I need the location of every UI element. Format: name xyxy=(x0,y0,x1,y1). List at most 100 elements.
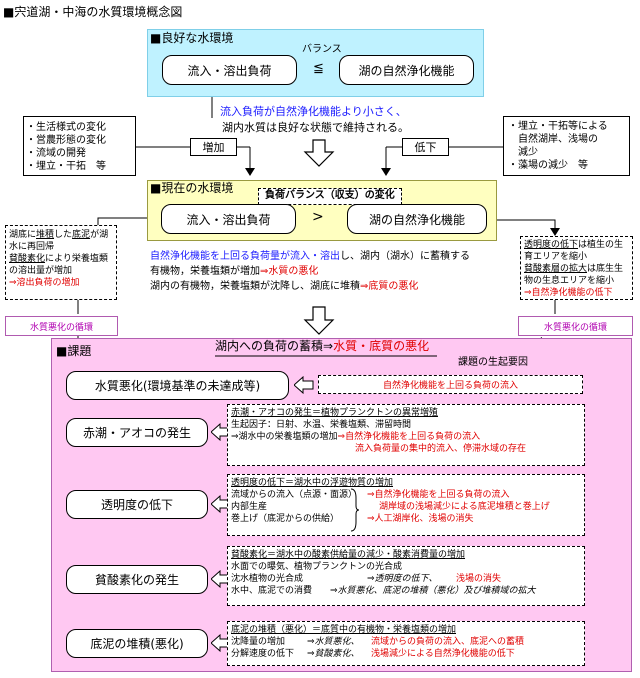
issue4-line3: 水中、底泥での消費 ⇒水質悪化、底泥の堆積（悪化）及び堆積域の拡大 xyxy=(231,585,584,597)
right-cycle-line2: 育エリアを縮小 xyxy=(524,252,588,262)
issue3-brace xyxy=(350,488,360,532)
good-operator: ≦ xyxy=(313,61,324,76)
left-cycle-line3: 貧酸素化により栄養塩類 xyxy=(9,253,116,265)
issue3-line2: 内部生産 湖岸域の浅場減少による底泥堆積と巻上げ xyxy=(231,501,584,513)
current-inflow-label: 流入・溶出負荷 xyxy=(186,212,271,227)
issue3-line3: 巻上げ（底泥からの供給） ⇒人工湖岸化、浅場の消失 xyxy=(231,513,584,525)
page-title: ■宍道湖・中海の水質環境概念図 xyxy=(3,5,183,19)
right-cycle-line1: 透明度の低下は植生の生 xyxy=(524,239,632,251)
issue5-line1: 沈降量の増加⇒水質悪化、流域からの負荷の流入、底泥への蓄積 xyxy=(231,636,584,648)
issue5-line2b: ⇒貧酸素化、 xyxy=(307,649,360,659)
current-header: ■現在の水環境 xyxy=(150,181,234,195)
cause-header: 課題の生起要因 xyxy=(458,357,528,368)
good-inflow-box: 流入・溶出負荷 xyxy=(162,55,297,85)
issue5-line2c: 浅場減少による自然浄化機能の低下 xyxy=(371,649,515,659)
issues-title-black: 湖内への負荷の蓄積⇒ xyxy=(215,339,334,353)
issue2-line3: 流入負荷量の集中的流入、停滞水域の存在 xyxy=(355,444,527,454)
lc-1e: が湖 xyxy=(90,230,109,240)
issue3-line3a: 巻上げ（底泥からの供給） xyxy=(231,514,340,524)
right-cycle-box: 透明度の低下は植生の生 育エリアを縮小 貧酸素層の拡大は底生生 物の生息エリアを… xyxy=(520,236,633,300)
issues-title: 湖内への負荷の蓄積⇒水質・底質の悪化 xyxy=(215,339,429,354)
right-cycle-red: ⇒自然浄化機能の低下 xyxy=(524,288,613,298)
right-factor-4: ・藻場の減少 等 xyxy=(508,160,588,171)
lc-1a: 湖底に xyxy=(9,230,37,240)
good-purification-label: 湖の自然浄化機能 xyxy=(358,63,455,78)
issue4-line2c: 浅場の消失 xyxy=(456,574,502,584)
issue1-cause: 自然浄化機能を上回る負荷の流入 xyxy=(382,381,518,391)
left-factor-2: ・営農形態の変化 xyxy=(26,135,106,146)
lc-1b: 堆積 xyxy=(36,230,55,240)
lc-3b: により栄養塩類 xyxy=(45,254,108,264)
issue3-heading: 透明度の低下＝湖水中の浮遊物質の増加 xyxy=(231,478,394,488)
issue5-line1c: 流域からの負荷の流入、底泥への蓄積 xyxy=(371,637,525,647)
issue2-detail-box: 赤潮・アオコの発生＝植物プランクトンの異常増殖 生起因子：日射、水温、栄養塩類、… xyxy=(227,404,585,466)
issue-sediment-box: 底泥の堆積(悪化) xyxy=(66,629,208,658)
good-purification-box: 湖の自然浄化機能 xyxy=(339,55,474,85)
right-factor-1: ・埋立・干拓等による xyxy=(508,121,608,132)
issue5-heading: 底泥の堆積（悪化）＝底質中の有機物・栄養塩類の増加 xyxy=(231,625,457,635)
increase-label: 増加 xyxy=(202,141,225,154)
issue4-heading: 貧酸素化＝湖水中の酸素供給量の減少・酸素消費量の増加 xyxy=(231,550,466,560)
issue5-line1b: ⇒水質悪化、 xyxy=(307,637,360,647)
current-line3-red: ⇒底質の悪化 xyxy=(360,281,419,292)
transition-line2: 湖内水質は良好な状態で維持される。 xyxy=(222,121,409,134)
issue-transparency-box: 透明度の低下 xyxy=(66,490,208,519)
lc-1d: 底泥 xyxy=(72,230,91,240)
balance-label: バランス xyxy=(302,44,342,55)
current-purification-box: 湖の自然浄化機能 xyxy=(347,204,487,234)
lc-1c: した xyxy=(54,230,73,240)
current-inflow-box: 流入・溶出負荷 xyxy=(161,204,296,234)
right-factors-box: ・埋立・干拓等による 自然湖岸、浅場の 減少 ・藻場の減少 等 xyxy=(503,116,630,176)
issue5-line2: 分解速度の低下⇒貧酸素化、浅場減少による自然浄化機能の低下 xyxy=(231,648,584,660)
good-header: ■良好な水環境 xyxy=(150,31,234,45)
left-cycle-red: ⇒溶出負荷の増加 xyxy=(9,278,80,288)
issue-water-quality-box: 水質悪化(環境基準の未達成等) xyxy=(66,371,289,400)
issue3-line1a: 流域からの流入（点源・面源） xyxy=(231,490,358,500)
issue5-detail-box: 底泥の堆積（悪化）＝底質中の有機物・栄養塩類の増加 沈降量の増加⇒水質悪化、流域… xyxy=(227,621,585,666)
issue1-cause-box: 自然浄化機能を上回る負荷の流入 xyxy=(318,375,583,394)
right-cycle-line4: 物の生息エリアを縮小 xyxy=(524,276,615,286)
issue3-line3b: ⇒人工湖岸化、浅場の消失 xyxy=(367,514,474,524)
issue3-line1b: ⇒自然浄化機能を上回る負荷の流入 xyxy=(367,490,510,500)
issues-header: ■課題 xyxy=(56,344,92,358)
transition-line1: 流入負荷が自然浄化機能より小さく、 xyxy=(220,105,407,118)
lc-3a: 貧酸素化 xyxy=(9,254,46,264)
issue4-line3a: 水中、底泥での消費 xyxy=(231,586,313,596)
issue4-line2: 沈水植物の光合成⇒透明度の低下、浅場の消失 xyxy=(231,573,584,585)
current-line3-black: 湖内の有機物，栄養塩類が沈降し、湖底に堆積 xyxy=(150,281,360,292)
issue-transparency-label: 透明度の低下 xyxy=(100,498,173,512)
rc-3a: 貧酸素層の拡大 xyxy=(524,264,588,274)
issue-water-quality-label: 水質悪化(環境基準の未達成等) xyxy=(94,379,261,393)
issue4-line3b: ⇒水質悪化、底泥の堆積（悪化）及び堆積域の拡大 xyxy=(330,586,536,596)
current-line2-black: 有機物，栄養塩類が増加 xyxy=(150,266,260,277)
rc-1b: は植生の生 xyxy=(578,240,624,250)
current-line3: 湖内の有機物，栄養塩類が沈降し、湖底に堆積⇒底質の悪化 xyxy=(150,281,418,294)
left-factor-3: ・流域の開発 xyxy=(26,148,86,159)
issue1-arrow-icon xyxy=(294,376,314,394)
left-factors-box: ・生活様式の変化 ・営農形態の変化 ・流域の開発 ・埋立・干拓 等 xyxy=(23,116,136,176)
current-operator: > xyxy=(312,209,324,225)
issue3-line2a: 内部生産 xyxy=(231,502,268,512)
current-line2: 有機物，栄養塩類が増加⇒水質の悪化 xyxy=(150,266,318,279)
issue3-detail-box: 透明度の低下＝湖水中の浮遊物質の増加 流域からの流入（点源・面源） ⇒自然浄化機能… xyxy=(227,474,585,536)
left-cycle-box: 湖底に堆積した底泥が湖 水に再回帰 貧酸素化により栄養塩類 の溶出量が増加 ⇒溶… xyxy=(5,225,117,300)
decrease-label-box: 低下 xyxy=(402,138,449,156)
issue4-detail-box: 貧酸素化＝湖水中の酸素供給量の減少・酸素消費量の増加 水面での曝気、植物プランク… xyxy=(227,546,585,606)
rc-1a: 透明度の低下 xyxy=(524,240,579,250)
current-purification-label: 湖の自然浄化機能 xyxy=(368,212,465,227)
right-cycle-line3: 貧酸素層の拡大は底生生 xyxy=(524,263,632,275)
issue3-line1: 流域からの流入（点源・面源） ⇒自然浄化機能を上回る負荷の流入 xyxy=(231,489,584,501)
issue2-line1: 生起因子：日射、水温、栄養塩類、滞留時間 xyxy=(231,420,412,430)
left-cycle-label: 水質悪化の循環 xyxy=(5,316,118,336)
left-cycle-line2: 水に再回帰 xyxy=(9,242,55,252)
issue2-line2: ⇒湖水中の栄養塩類の増加⇒自然浄化機能を上回る負荷の流入 xyxy=(231,431,584,443)
current-line1-black: し、湖内（湖水）に蓄積する xyxy=(340,251,470,262)
issue-hypoxia-label: 貧酸素化の発生 xyxy=(94,573,179,587)
balance-change-label: 負荷バランス（収支）の変化 xyxy=(258,188,402,205)
issue4-line1: 水面での曝気、植物プランクトンの光合成 xyxy=(231,562,403,572)
current-line1: 自然浄化機能を上回る負荷量が流入・溶出し、湖内（湖水）に蓄積する xyxy=(150,251,470,264)
left-factor-1: ・生活様式の変化 xyxy=(26,122,106,133)
increase-label-box: 増加 xyxy=(190,138,237,156)
left-cycle-line4: の溶出量が増加 xyxy=(9,266,73,276)
issue3-line2b: 湖岸域の浅場減少による底泥堆積と巻上げ xyxy=(379,502,550,512)
